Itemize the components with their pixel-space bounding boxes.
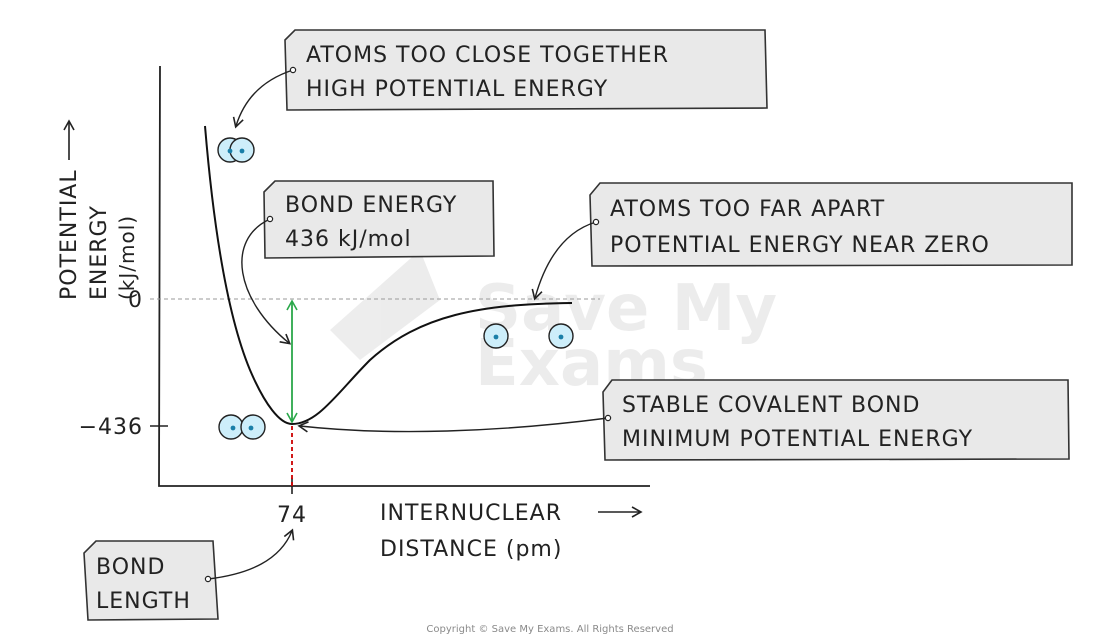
x-label-line1: INTERNUCLEAR <box>380 501 562 526</box>
nucleus <box>558 334 564 340</box>
callout-pointer <box>232 66 297 129</box>
y-label-line1: POTENTIAL <box>57 169 82 300</box>
callout-pointer <box>204 528 295 583</box>
nucleus <box>248 425 254 431</box>
nucleus <box>239 148 245 154</box>
callout-pointer <box>241 215 292 345</box>
callout-bond-energy: BOND ENERGY 436 kJ/mol <box>241 180 495 345</box>
callout-line1: STABLE COVALENT BOND <box>622 393 920 418</box>
y-tick-minus436: −436 <box>79 415 143 440</box>
nucleus <box>493 334 499 340</box>
watermark-line1: Save My <box>475 272 777 346</box>
y-tick-zero: 0 <box>128 288 143 313</box>
callout-line1: BOND ENERGY <box>285 193 457 218</box>
callout-line2: POTENTIAL ENERGY NEAR ZERO <box>610 233 990 258</box>
watermark-logo <box>330 250 440 360</box>
callout-too-close: ATOMS TOO CLOSE TOGETHER HIGH POTENTIAL … <box>232 29 768 129</box>
callout-line2: LENGTH <box>96 589 191 614</box>
nucleus <box>230 425 236 431</box>
callout-box <box>284 29 768 111</box>
y-label-line2: ENERGY <box>87 205 112 300</box>
callout-stable: STABLE COVALENT BOND MINIMUM POTENTIAL E… <box>297 379 1070 461</box>
atoms-too-close <box>217 137 255 163</box>
y-label-line3: (kJ/mol) <box>115 215 139 300</box>
atoms-bonded <box>218 414 266 440</box>
atoms-far-apart <box>483 323 574 349</box>
callout-line1: BOND <box>96 555 165 580</box>
axes-lines <box>158 65 650 487</box>
callout-line2: HIGH POTENTIAL ENERGY <box>306 77 608 102</box>
callout-box <box>263 180 495 259</box>
callout-box <box>83 540 219 621</box>
callout-bond-length: BOND LENGTH <box>83 528 295 621</box>
callout-box <box>602 379 1070 461</box>
copyright-text: Copyright © Save My Exams. All Rights Re… <box>426 624 673 635</box>
callout-line1: ATOMS TOO CLOSE TOGETHER <box>306 43 669 68</box>
callout-pointer <box>297 414 612 433</box>
x-axis-label: INTERNUCLEAR DISTANCE (pm) <box>380 501 643 562</box>
callout-line2: MINIMUM POTENTIAL ENERGY <box>622 427 973 452</box>
nucleus <box>227 148 233 154</box>
callout-too-far: ATOMS TOO FAR APART POTENTIAL ENERGY NEA… <box>531 182 1073 301</box>
callout-box <box>589 182 1073 267</box>
x-tick-74: 74 <box>277 503 307 528</box>
callout-pointer <box>531 218 600 301</box>
energy-curve <box>204 125 573 426</box>
callout-line1: ATOMS TOO FAR APART <box>610 197 885 222</box>
y-axis-label: POTENTIAL ENERGY (kJ/mol) <box>57 119 139 300</box>
watermark: Save My Exams <box>330 250 777 401</box>
callout-line2: 436 kJ/mol <box>285 227 412 252</box>
x-label-line2: DISTANCE (pm) <box>380 537 562 562</box>
